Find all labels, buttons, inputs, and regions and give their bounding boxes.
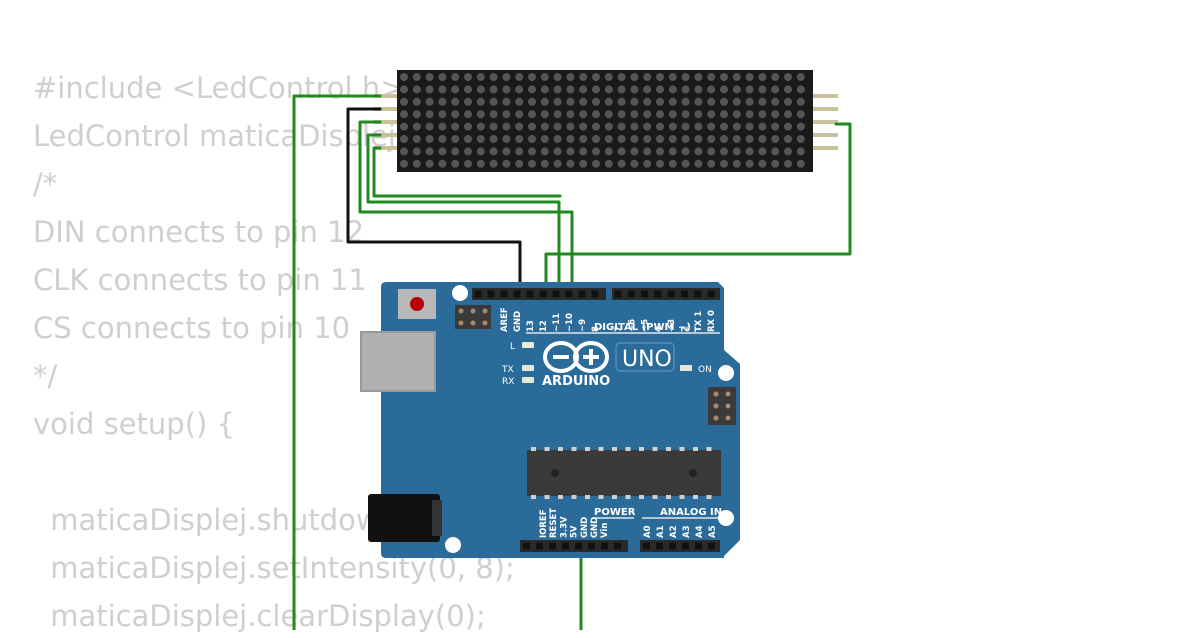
digital-pin-label: 8 [591, 326, 601, 332]
digital-pin-label: TX 1 [694, 311, 704, 332]
code-line: LedControl maticaDisplej [33, 119, 396, 153]
usb-connector[interactable] [360, 331, 436, 392]
mount-hole [718, 365, 734, 381]
wires[interactable] [292, 94, 852, 630]
digital-pin-label: ~5 [641, 319, 651, 332]
wire-clk[interactable] [366, 133, 561, 294]
mount-hole [452, 285, 468, 301]
digital-pin-label: ~3 [667, 319, 677, 332]
analog-pin-label: A1 [656, 525, 666, 538]
arduino-logo-icon [543, 341, 609, 373]
code-line: CLK connects to pin 11 [33, 263, 367, 297]
code-line: maticaDisplej.clearDisplay(0); [41, 599, 486, 633]
code-line: void setup() { [33, 407, 235, 441]
power-pin-label: 3.3V [559, 516, 569, 538]
wire-gnd[interactable] [346, 107, 522, 294]
wire-vcc[interactable] [292, 94, 382, 630]
digital-pin-label: 4 [654, 326, 664, 332]
analog-pin-label: A3 [682, 525, 692, 538]
digital-header-label: DIGITAL (PWM ~) [594, 322, 691, 333]
code-line: */ [33, 359, 58, 393]
power-pin-label: RESET [549, 508, 559, 538]
digital-pin-label: AREF [500, 307, 510, 332]
digital-pin-label: ~11 [552, 313, 562, 332]
analog-pin-label: A4 [695, 525, 705, 538]
code-line: #include <LedControl.h> [33, 71, 405, 105]
microcontroller-chip [527, 447, 721, 499]
digital-pin-label: ~10 [565, 313, 575, 332]
power-pin-label: IOREF [539, 509, 549, 538]
code-line: DIN connects to pin 12 [33, 215, 365, 249]
digital-pin-label: GND [513, 311, 523, 332]
power-header[interactable] [520, 540, 720, 552]
analog-pin-label: A5 [708, 525, 718, 538]
digital-pin-label: ~9 [578, 319, 588, 332]
digital-pin-label: 7 [614, 326, 624, 332]
board-model: UNO [622, 347, 672, 372]
digital-pin-label: ~6 [627, 319, 637, 332]
led-matrix-dots [400, 73, 805, 168]
icsp-header-right [708, 387, 736, 425]
wire-din[interactable] [358, 120, 574, 294]
digital-header[interactable] [472, 288, 720, 300]
power-pin-label: Vin [600, 523, 610, 538]
analog-label: ANALOG IN [660, 507, 722, 518]
status-leds: L TX RX ON [501, 342, 712, 387]
mount-hole [718, 510, 734, 526]
code-line: CS connects to pin 10 [33, 311, 351, 345]
power-pin-label: GND [580, 517, 590, 538]
digital-pin-label: 13 [526, 320, 536, 332]
code-line: /* [33, 167, 58, 201]
led-matrix-module[interactable] [374, 70, 838, 172]
digital-pin-label: 12 [539, 320, 549, 332]
board-brand: ARDUINO [542, 374, 610, 389]
led-l-label: L [510, 342, 515, 352]
led-matrix-body [397, 70, 813, 172]
mount-hole [445, 537, 461, 553]
matrix-right-pins [812, 94, 838, 150]
wire-cs-lead[interactable] [372, 146, 562, 198]
led-rx-label: RX [502, 377, 514, 387]
icsp-header-top [455, 305, 491, 329]
analog-pin-label: A2 [669, 525, 679, 538]
power-pin-label: GND [590, 517, 600, 538]
matrix-left-pins [374, 94, 398, 150]
led-tx-label: TX [501, 365, 514, 375]
power-pin-label: 5V [570, 525, 580, 538]
led-on-label: ON [698, 365, 712, 375]
wire-right[interactable] [544, 122, 852, 294]
digital-pin-label: 2 [681, 326, 691, 332]
digital-pin-label: RX 0 [707, 310, 717, 332]
analog-pin-label: A0 [643, 525, 653, 538]
power-label: POWER [594, 507, 636, 518]
power-jack[interactable] [368, 494, 442, 542]
reset-button[interactable] [398, 289, 436, 319]
code-line: maticaDisplej.shutdown [41, 503, 398, 537]
